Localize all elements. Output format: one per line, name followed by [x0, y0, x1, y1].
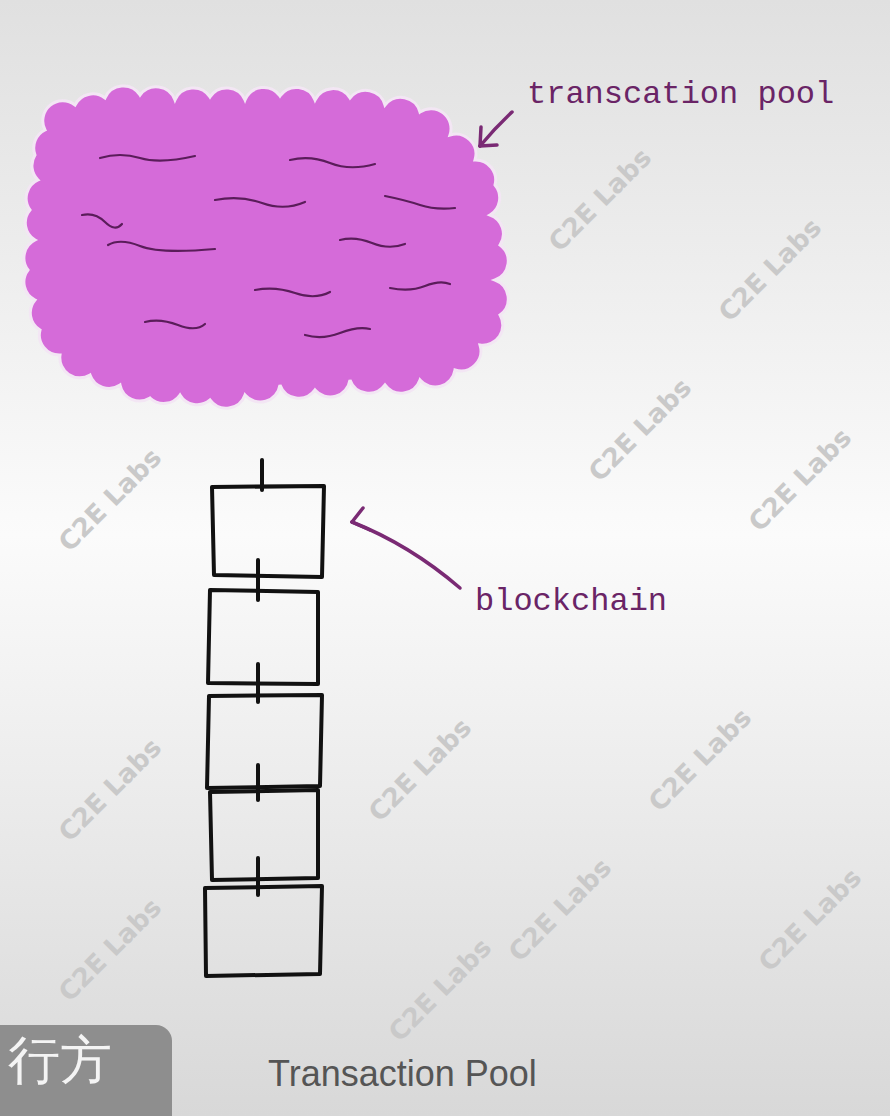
callout-label: transcation pool [527, 76, 834, 114]
caption: Transaction Pool [268, 1052, 537, 1095]
leader-arrow [480, 112, 512, 146]
badge-text: 行方 [8, 1029, 162, 1091]
callout-label: blockchain [475, 583, 667, 621]
transaction-squiggles [82, 155, 455, 337]
logo-badge: 行方 [0, 1025, 172, 1116]
blockchain-blocks [205, 460, 324, 976]
leader-arrow [352, 508, 460, 588]
transaction-cloud [24, 86, 508, 408]
